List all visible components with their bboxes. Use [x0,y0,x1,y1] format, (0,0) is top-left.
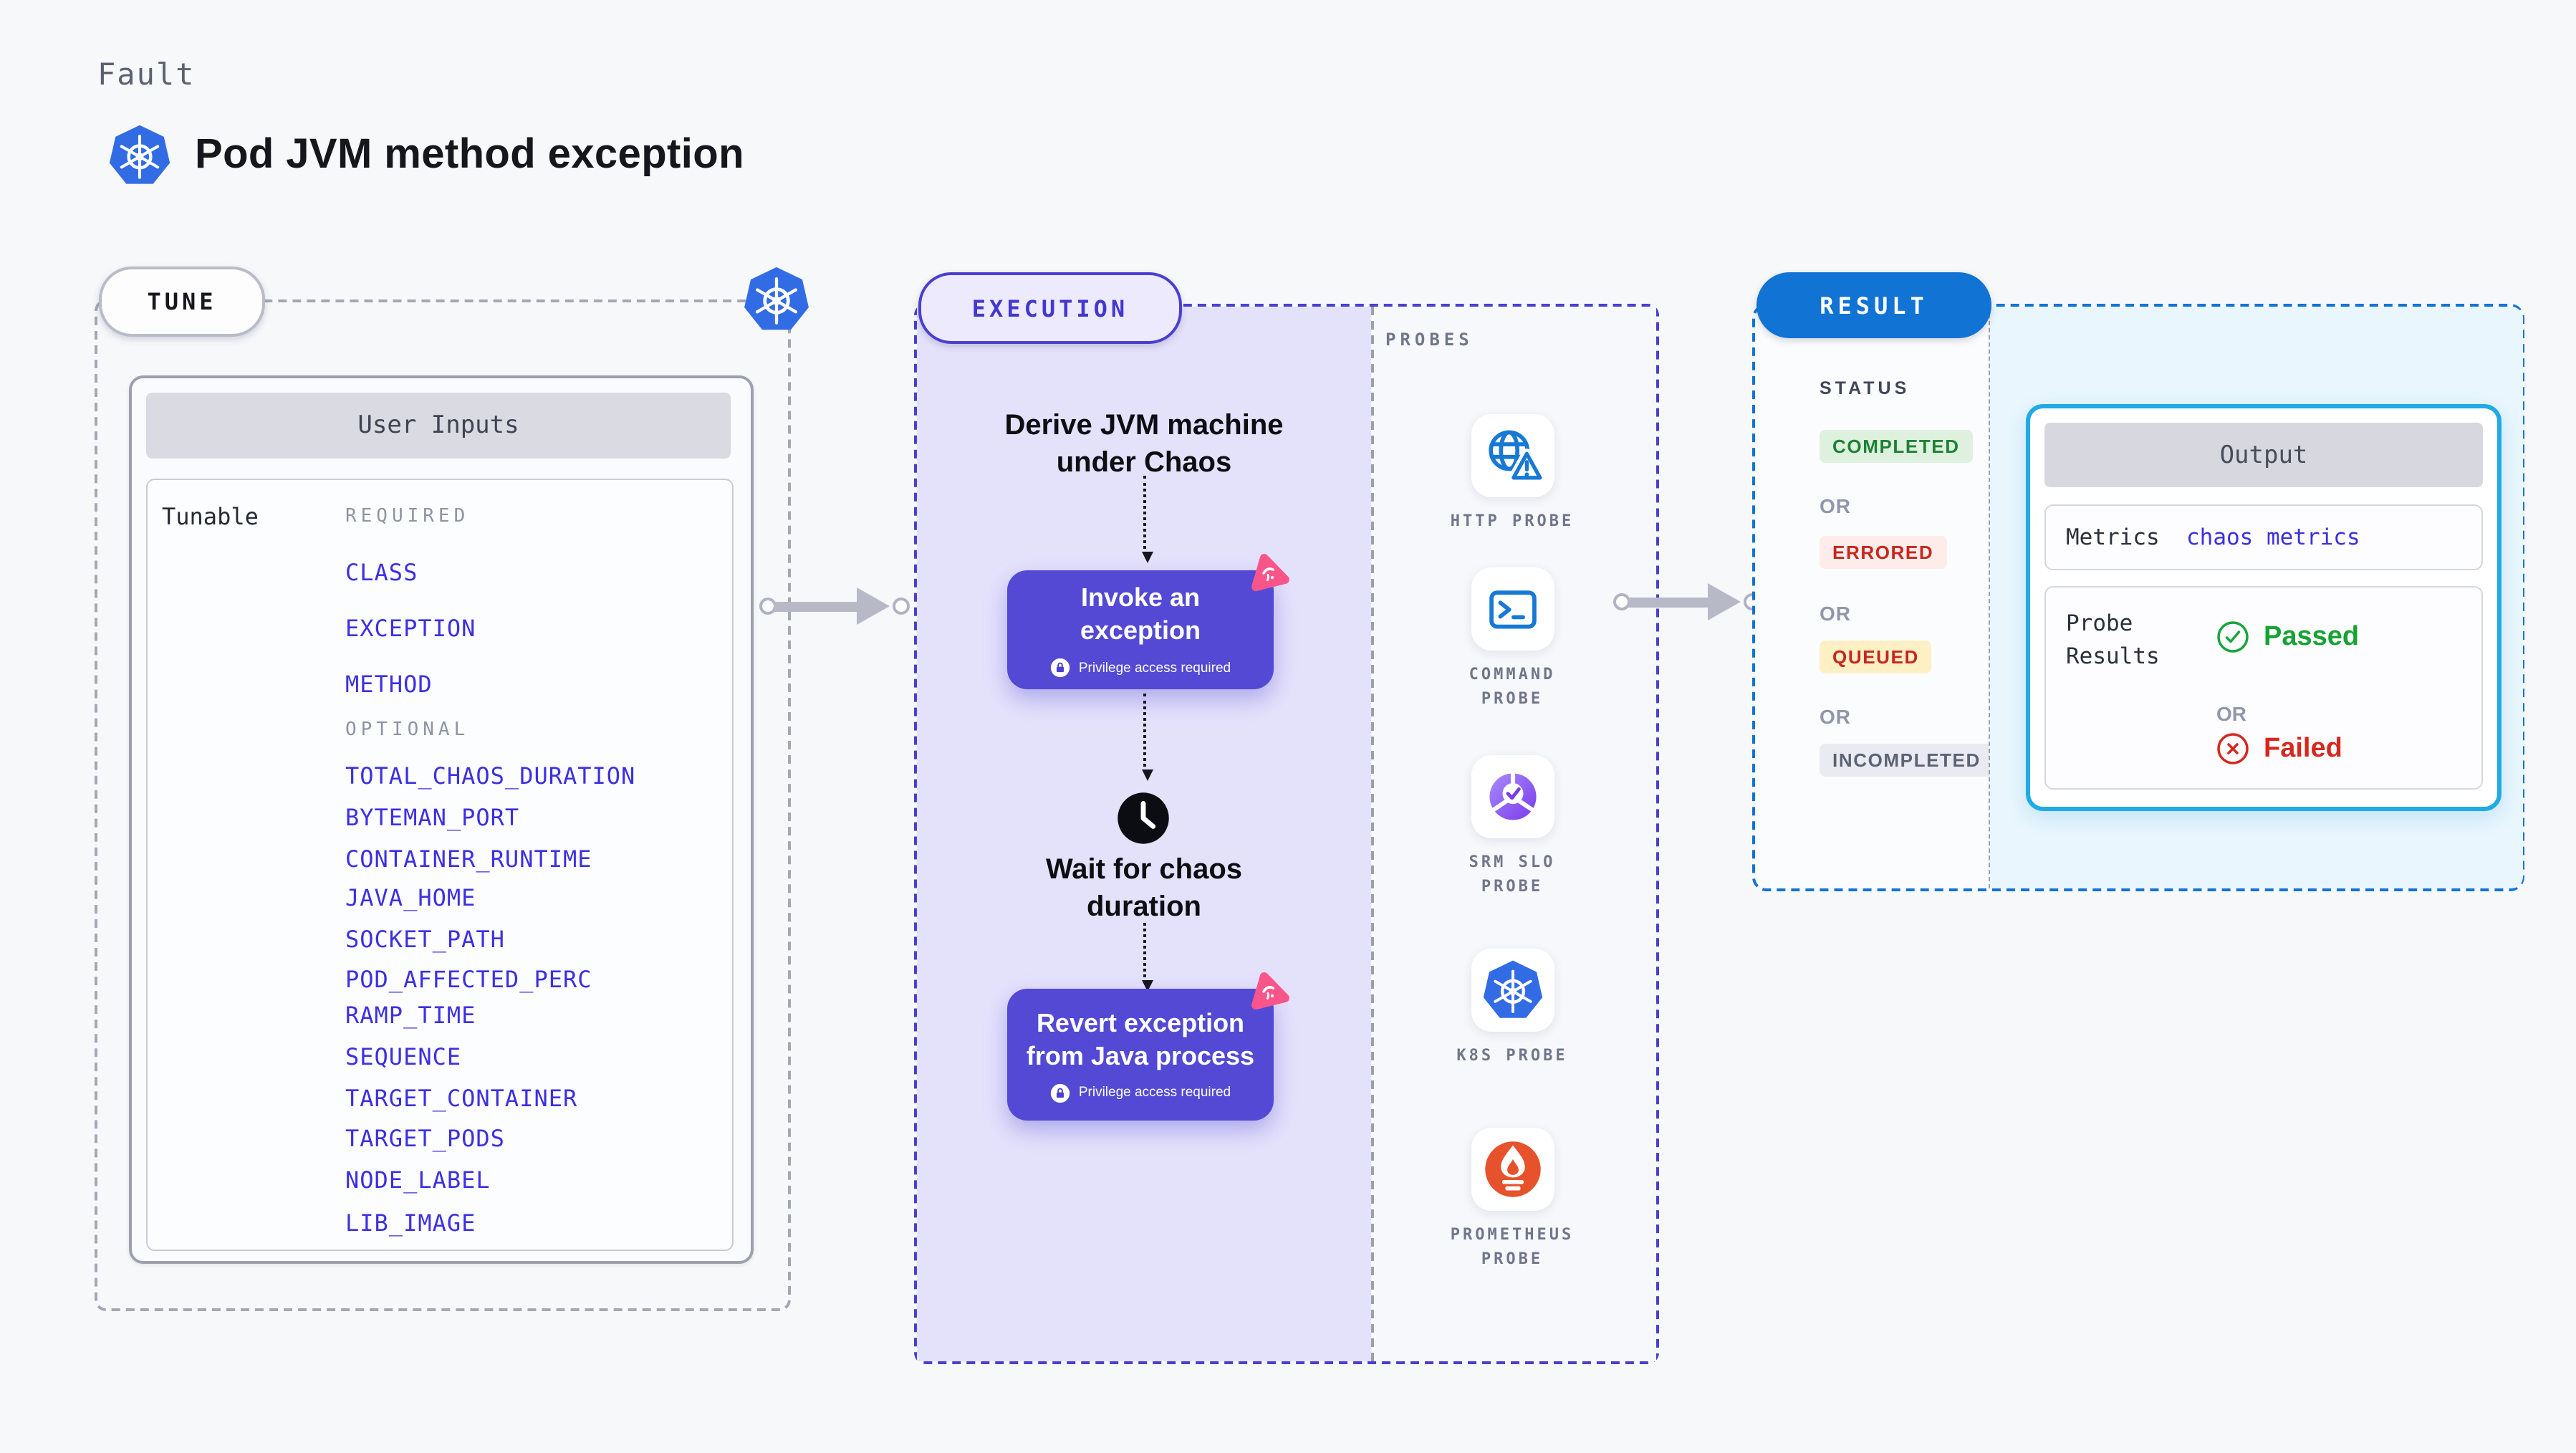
fault-kicker: Fault [97,57,196,92]
tunable-item: EXCEPTION [345,615,476,642]
status-column: STATUS COMPLETED OR ERRORED OR QUEUED OR… [1755,307,1994,888]
or-separator: OR [2216,702,2246,725]
probe-label: K8S PROBE [1456,1046,1568,1065]
passed-label: Passed [2264,622,2360,652]
x-circle-icon [2215,731,2251,767]
status-badge: QUEUED [1820,641,1932,673]
probe-results-label: Probe Results [2066,610,2160,669]
optional-section-label: OPTIONAL [345,719,470,741]
tune-section [95,299,791,1311]
chaos-spark-icon [1246,970,1289,1013]
slo-gauge-icon [1481,765,1544,828]
derive-step-text: Derive JVM machine under Chaos [1004,410,1284,479]
required-section-label: REQUIRED [345,506,470,527]
tune-to-execution-arrow [759,588,910,625]
tunable-item: TARGET_CONTAINER [345,1085,578,1112]
tunable-item: TOTAL_CHAOS_DURATION [345,762,636,790]
privilege-note: Privilege access required [1050,1083,1231,1103]
tunable-item: METHOD [345,671,433,698]
result-section: STATUS COMPLETED OR ERRORED OR QUEUED OR… [1752,304,2524,891]
prometheus-probe-card [1471,1128,1554,1211]
lock-icon [1050,658,1070,678]
or-separator: OR [1820,602,1851,625]
privilege-note: Privilege access required [1050,658,1231,678]
probe-results-row: Probe Results Passed OR Failed [2044,586,2483,790]
lock-icon [1050,1083,1070,1103]
kubernetes-icon [1481,959,1544,1022]
status-badge: COMPLETED [1820,430,1973,463]
wait-step-text: Wait for chaos duration [1045,854,1243,923]
clock-icon [1116,791,1171,845]
check-circle-icon [2215,619,2251,655]
prometheus-flame-icon [1481,1138,1544,1201]
tunable-row-label: Tunable [162,503,259,530]
k8s-probe-card [1471,949,1554,1032]
tune-badge: TUNE [99,267,265,337]
tunable-item: CLASS [345,559,418,586]
tunable-item: SEQUENCE [345,1043,462,1070]
or-separator: OR [1820,705,1851,728]
tunable-item: CONTAINER_RUNTIME [345,845,592,873]
step-title: Revert exception from Java process [1026,1008,1255,1070]
tunable-item: TARGET_PODS [345,1125,505,1152]
probe-label: HTTP PROBE [1450,512,1575,530]
status-badge: INCOMPLETED [1820,744,1994,777]
chaos-spark-icon [1246,552,1289,595]
tunable-item: RAMP_TIME [345,1002,476,1029]
failed-label: Failed [2264,734,2342,764]
srm-slo-probe-card [1471,755,1554,838]
tunable-item: POD_AFFECTED_PERC [345,966,592,993]
down-arrow-icon [1141,694,1153,781]
user-inputs-header: User Inputs [146,393,731,459]
down-arrow-icon [1141,923,1153,992]
execution-section: Derive JVM machine under Chaos Invoke an… [914,304,1659,1364]
execution-badge: EXECUTION [918,272,1182,344]
metrics-label: Metrics [2066,524,2160,550]
tunable-item: JAVA_HOME [345,884,476,911]
status-badge: ERRORED [1820,536,1947,569]
revert-exception-step: Revert exception from Java process Privi… [1007,989,1274,1121]
probes-heading: PROBES [1385,330,1474,350]
result-badge: RESULT [1756,272,1991,338]
output-card: Output Metrics chaos metrics Probe Resul… [2026,404,2501,811]
or-separator: OR [1820,494,1851,517]
page-title: Pod JVM method exception [195,132,744,178]
tunables-panel: Tunable REQUIRED CLASS EXCEPTION METHOD … [146,479,734,1251]
invoke-exception-step: Invoke an exception Privilege access req… [1007,570,1274,689]
step-title: Invoke an exception [1080,583,1201,645]
down-arrow-icon [1141,476,1153,563]
metrics-value: chaos metrics [2186,524,2360,550]
tunable-item: NODE_LABEL [345,1166,491,1194]
status-heading: STATUS [1820,378,1911,398]
http-probe-card [1471,414,1554,497]
tunable-item: BYTEMAN_PORT [345,804,520,831]
kubernetes-icon [742,265,811,334]
kubernetes-icon [107,123,172,188]
execution-to-result-arrow [1613,583,1761,620]
command-probe-card [1471,567,1554,651]
metrics-row: Metrics chaos metrics [2044,504,2483,570]
tunable-item: LIB_IMAGE [345,1209,476,1237]
tunable-item: SOCKET_PATH [345,926,505,953]
globe-warning-icon [1481,424,1544,487]
terminal-icon [1481,577,1544,641]
output-header: Output [2044,423,2483,487]
